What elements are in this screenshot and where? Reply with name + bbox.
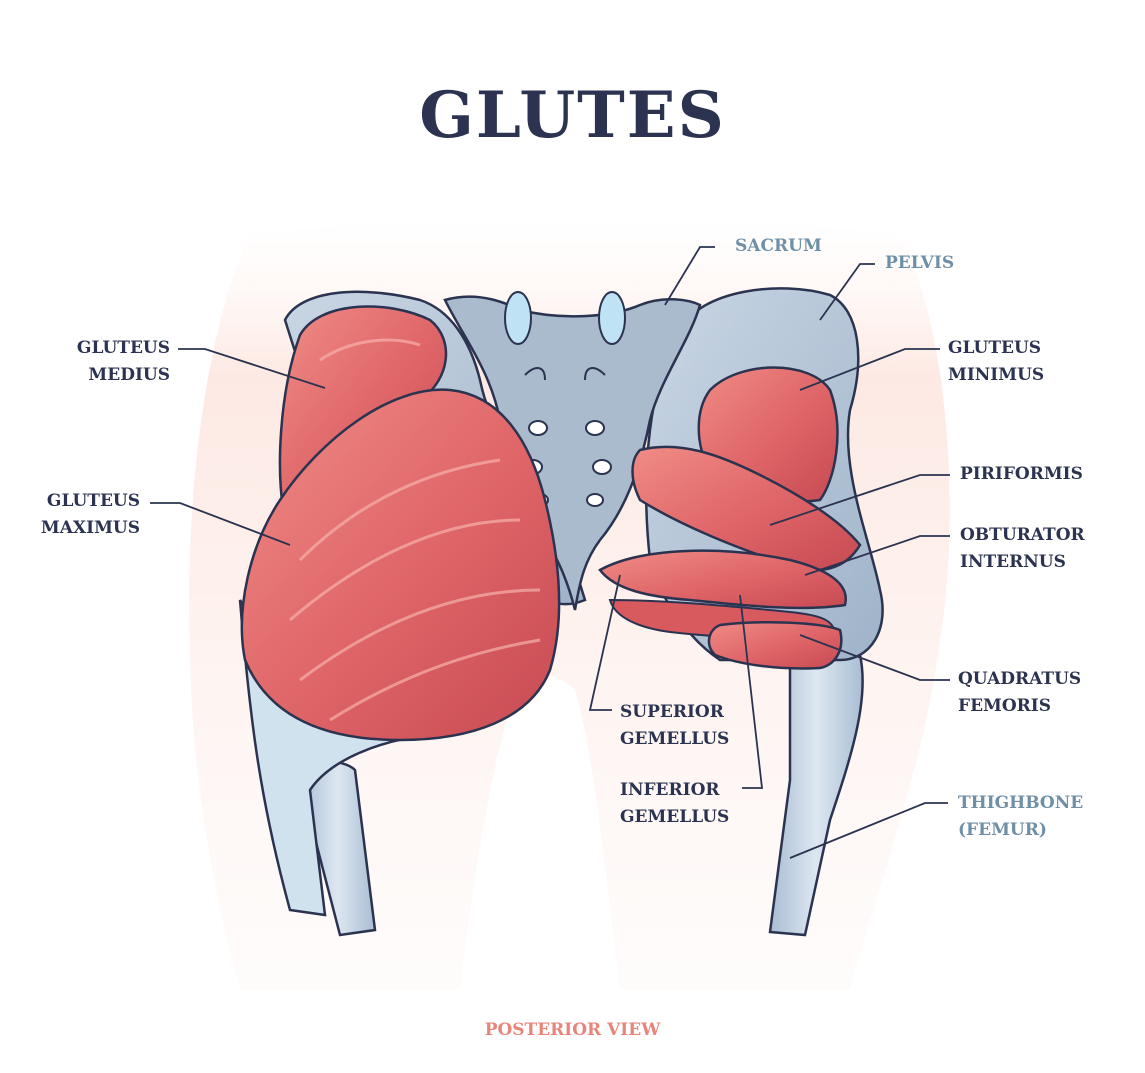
label-superior-gemellus: SUPERIOR GEMELLUS bbox=[620, 702, 730, 749]
quadratus-femoris-muscle bbox=[707, 621, 843, 670]
label-gluteus-maximus: GLUTEUS MAXIMUS bbox=[40, 491, 140, 538]
label-quadratus-femoris: QUADRATUS FEMORIS bbox=[958, 669, 1082, 716]
left-thigh-fascia bbox=[238, 599, 431, 917]
label-sacrum: SACRUM bbox=[735, 236, 822, 256]
view-caption: POSTERIOR VIEW bbox=[484, 1020, 661, 1040]
sacral-foramina bbox=[504, 291, 626, 507]
page-title: GLUTES bbox=[419, 78, 726, 153]
label-obturator-internus: OBTURATOR INTERNUS bbox=[960, 525, 1085, 572]
obturator-internus-muscle bbox=[598, 549, 847, 610]
label-pelvis: PELVIS bbox=[885, 253, 955, 273]
label-gluteus-minimus: GLUTEUS MINIMUS bbox=[948, 338, 1045, 385]
label-inferior-gemellus: INFERIOR GEMELLUS bbox=[620, 780, 730, 827]
label-gluteus-medius: GLUTEUS MEDIUS bbox=[76, 338, 170, 385]
piriformis-muscle bbox=[631, 445, 862, 572]
muscle-fibers bbox=[289, 338, 541, 722]
label-thighbone: THIGHBONE (FEMUR) bbox=[958, 793, 1084, 840]
label-piriformis: PIRIFORMIS bbox=[960, 464, 1083, 484]
